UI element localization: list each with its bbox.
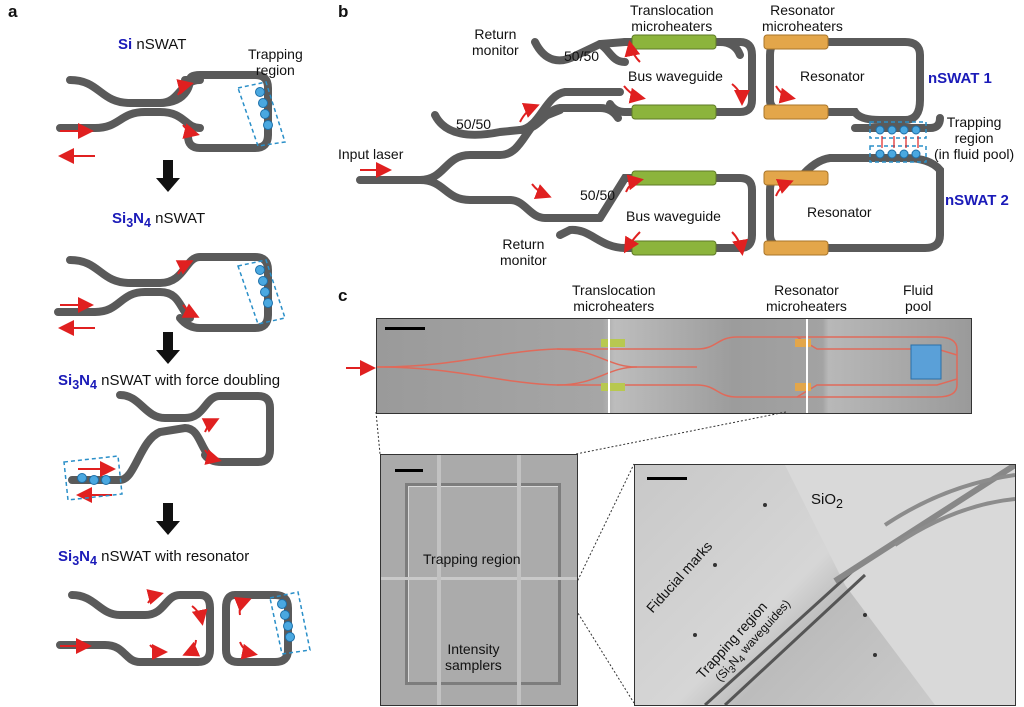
a4-resonator (222, 591, 292, 666)
b-bus-bottom-label: Bus waveguide (626, 208, 721, 224)
beads (77, 87, 295, 642)
b-resonator-top (766, 38, 924, 124)
b-bus-top-label: Bus waveguide (628, 68, 723, 84)
panel-b-letter: b (338, 2, 349, 21)
b-split-top: 50/50 (564, 48, 600, 64)
b-nswat2-label: nSWAT 2 (945, 192, 1009, 209)
sem-features (693, 465, 1015, 705)
chip-scale-bar (385, 327, 425, 330)
a3-waveguide (116, 391, 274, 466)
trap-scale-bar (395, 469, 423, 472)
sem-scale-bar (647, 477, 687, 480)
sem-micrograph: SiO2 Fiducial marks Trapping region (Si3… (634, 464, 1016, 706)
a-stage4-title: Si3N4 nSWAT with resonator (58, 548, 250, 568)
b-resonator-bottom (766, 154, 944, 252)
dashed-boxes (63, 81, 311, 655)
panel-a-letter: a (8, 2, 18, 21)
b-nswat1-label: nSWAT 1 (928, 70, 992, 87)
b-resonator-bottom-label: Resonator (807, 204, 872, 220)
b-input-laser-label: Input laser (338, 146, 404, 162)
a1-loop (181, 71, 272, 152)
sio2-label: SiO2 (811, 491, 843, 511)
chip-micrograph (376, 318, 972, 414)
b-split-bottom: 50/50 (580, 187, 616, 203)
panel-c-letter: c (338, 286, 348, 305)
b-beads (875, 125, 921, 159)
a-stage3-title: Si3N4 nSWAT with force doubling (58, 372, 281, 392)
b-split-mid: 50/50 (456, 116, 492, 132)
b-bus-top (606, 38, 756, 116)
chip-waveguides (377, 319, 958, 413)
a2-waveguide (66, 253, 272, 332)
flow-arrows (156, 160, 180, 535)
a-stage2-title: Si3N4 nSWAT (112, 210, 206, 230)
a-stage1-title: Si nSWAT (118, 36, 187, 53)
trapping-region-label: Trapping region (423, 551, 521, 567)
a4-waveguide (56, 591, 214, 666)
b-resonator-top-label: Resonator (800, 68, 865, 84)
b-bus-bottom (556, 225, 629, 252)
